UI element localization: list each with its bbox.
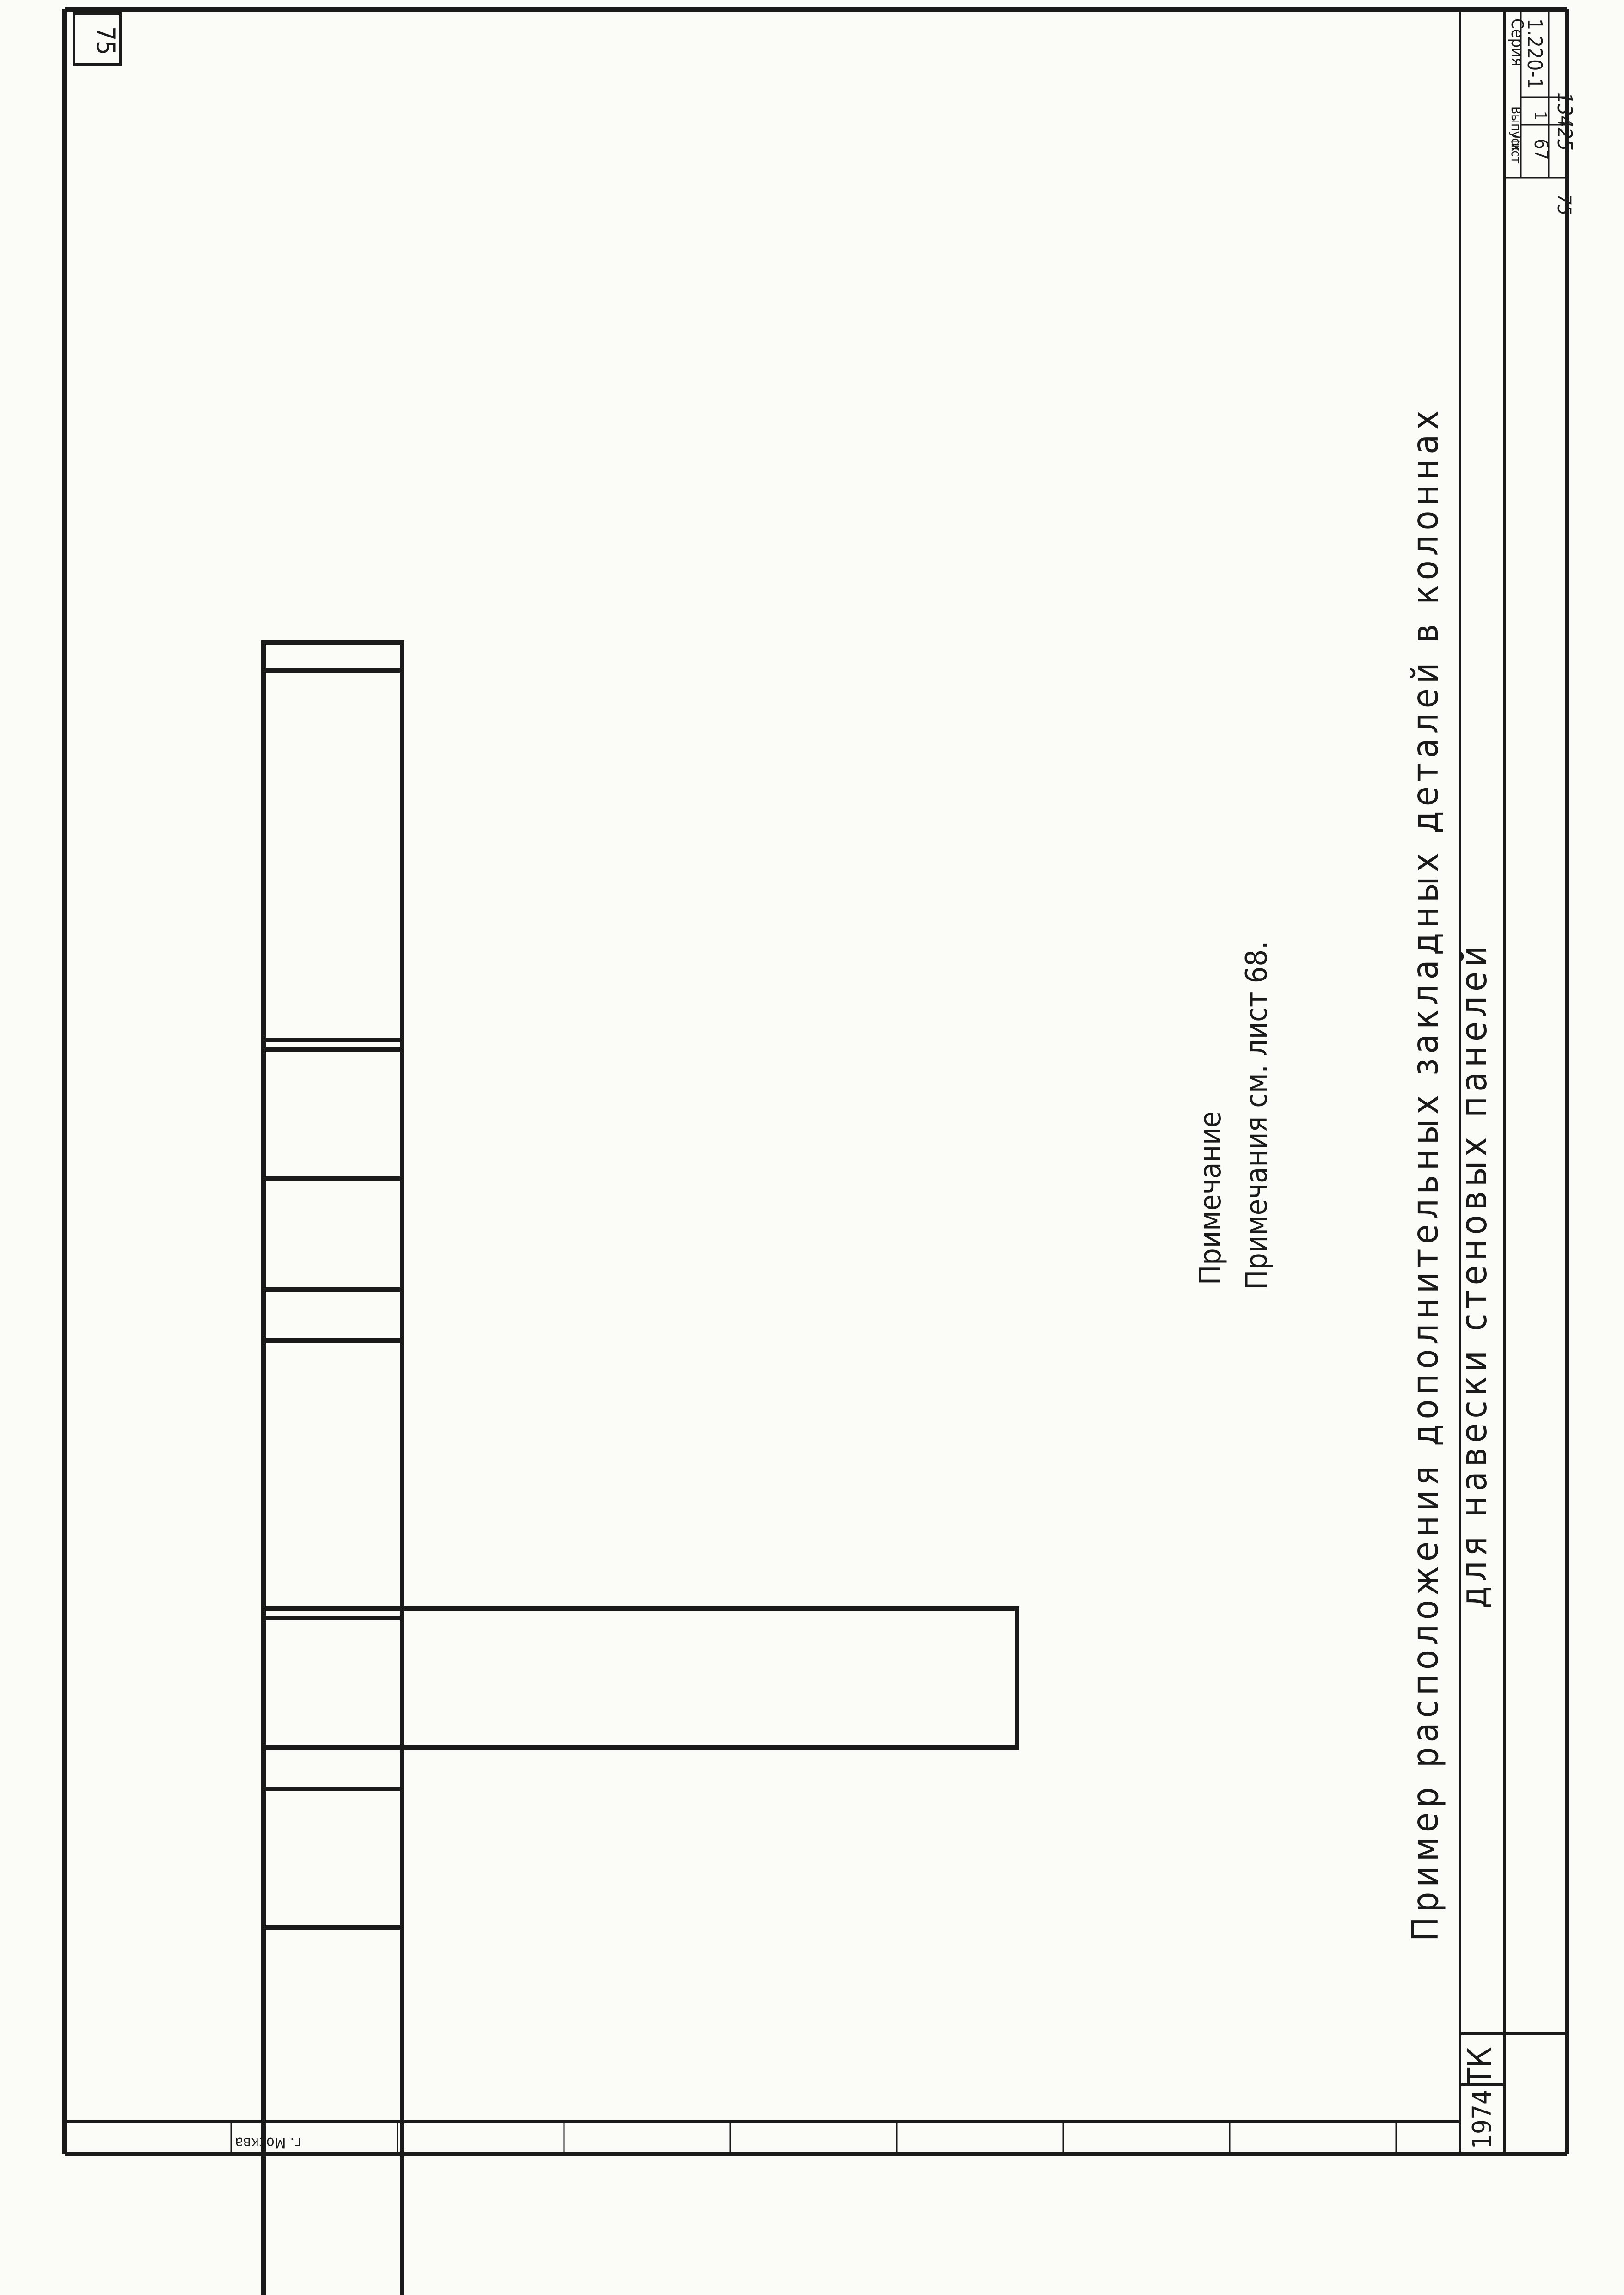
page-number-box: 75 xyxy=(73,12,122,66)
drawing-title-line1: Пример расположения дополнительных закла… xyxy=(1405,406,1446,1941)
city-label: г. Москва xyxy=(235,2134,301,2152)
issue-label: Выпуск xyxy=(1508,106,1524,152)
page-number: 75 xyxy=(91,26,120,55)
note-heading: Примечание xyxy=(1194,1111,1228,1285)
issue-value: 1 xyxy=(1531,111,1550,121)
drawing-title-line2: для навески стеновых панелей xyxy=(1453,941,1495,1609)
series-value: 1.220-1 xyxy=(1523,18,1546,89)
stamp-org: ТК xyxy=(1461,2047,1499,2086)
inventory-number: 13425 xyxy=(1553,92,1576,151)
column-c-body xyxy=(261,1038,404,1620)
sheet-label: Лист xyxy=(1508,134,1524,164)
column-a-body xyxy=(261,1787,404,2295)
series-block: Серия 1.220-1 Выпуск 1 Лист 67 13425 75 xyxy=(1508,18,1576,215)
stamp-year: 1974 xyxy=(1467,2090,1497,2149)
column-1-bottom xyxy=(261,1047,404,1791)
sheet-value: 67 xyxy=(1530,139,1551,160)
sheet-mark: 75 xyxy=(1553,194,1575,215)
note-text: Примечания см. лист 68. xyxy=(1240,941,1274,1290)
drawing-frame xyxy=(62,7,1569,2156)
column-b-body xyxy=(261,640,404,1292)
title-block: Пример расположения дополнительных закла… xyxy=(235,406,1499,2152)
column-elevation-a xyxy=(261,1606,1019,1750)
column-d-body xyxy=(261,668,404,1343)
series-label: Серия xyxy=(1508,18,1526,67)
note-block: Примечание Примечания см. лист 68. xyxy=(1194,941,1274,1290)
